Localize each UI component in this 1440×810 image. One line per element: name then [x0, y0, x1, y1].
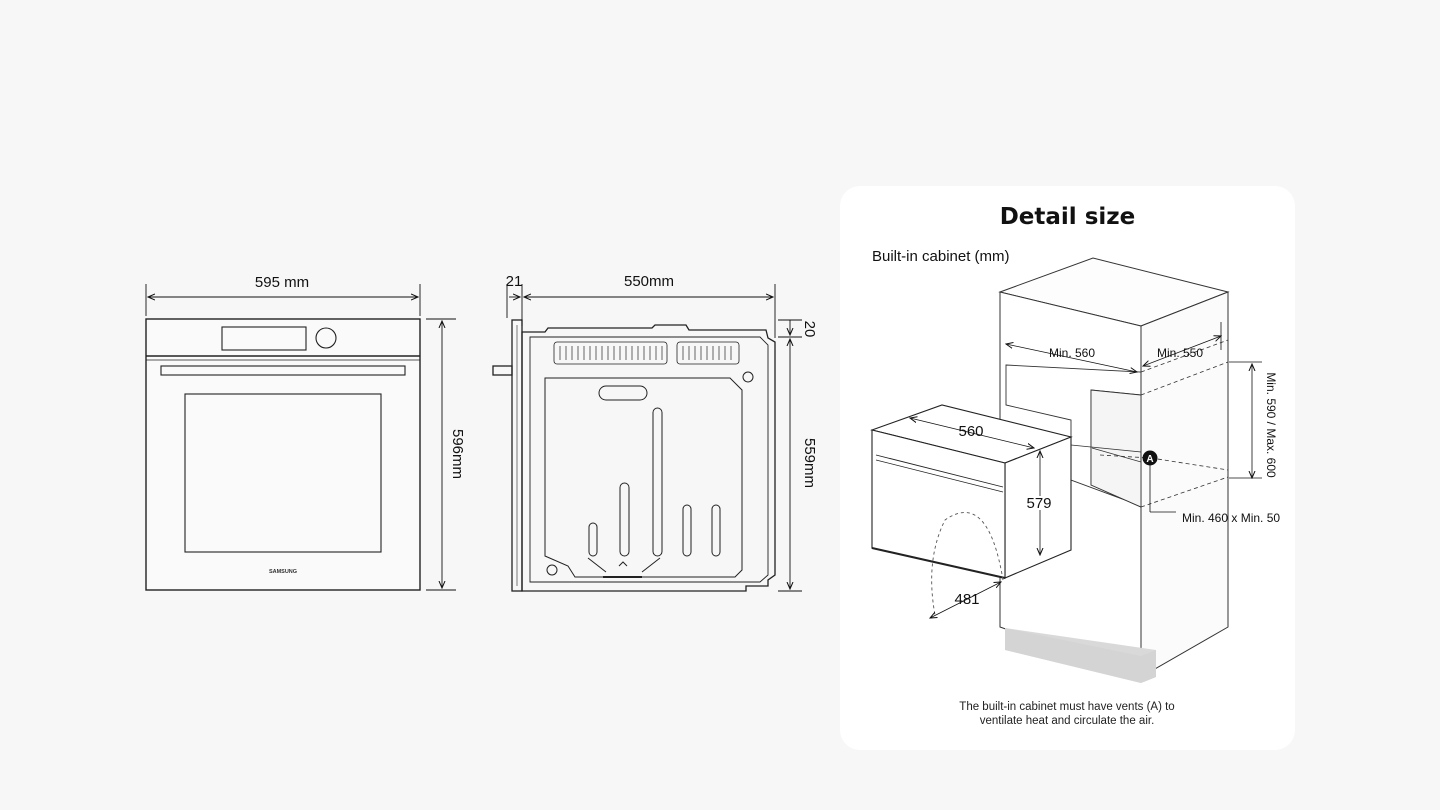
- front-view: [145, 318, 421, 591]
- side-view: [492, 319, 776, 592]
- side-depth-label: 550mm: [624, 273, 674, 290]
- side-vent-slots: [553, 341, 740, 365]
- oven-front-body: [145, 318, 421, 591]
- oven-width-label: 560: [958, 423, 983, 440]
- height-range-label: Min. 590 / Max. 600: [1264, 372, 1278, 478]
- side-body-outline: [521, 324, 776, 592]
- door-swing-arc: [931, 512, 1004, 616]
- side-height-dimension: [778, 319, 802, 592]
- front-width-label: 595 mm: [255, 274, 309, 291]
- front-height-dimension: [426, 318, 456, 591]
- detail-title: Detail size: [999, 204, 1136, 230]
- vent-marker-label: A: [1146, 454, 1153, 465]
- side-handle: [492, 365, 513, 376]
- side-height-label: 559mm: [801, 438, 818, 488]
- detail-dimension-lines: [910, 322, 1262, 618]
- side-vent-fins: [559, 346, 732, 360]
- side-depth-dimension: [506, 284, 776, 338]
- min-depth-label: Min. 550: [1157, 346, 1203, 360]
- control-knob: [315, 327, 337, 349]
- vent-note-line-1: The built-in cabinet must have vents (A)…: [959, 701, 1175, 713]
- door-swing-label: 481: [954, 591, 979, 608]
- oven-height-label: 579: [1026, 495, 1051, 512]
- vent-note: The built-in cabinet must have vents (A)…: [940, 700, 1194, 728]
- control-display: [221, 326, 307, 351]
- side-top-label: 20: [801, 321, 818, 338]
- vent-note-line-2: ventilate heat and circulate the air.: [979, 715, 1155, 727]
- vent-size-label: Min. 460 x Min. 50: [1182, 511, 1280, 525]
- vent-marker: [1142, 450, 1158, 466]
- brand-logo: SAMSUNG: [269, 569, 297, 575]
- min-width-label: Min. 560: [1049, 346, 1095, 360]
- front-width-dimension: [145, 284, 421, 316]
- side-door-label: 21: [506, 273, 523, 290]
- door-handle: [160, 365, 406, 376]
- detail-subtitle: Built-in cabinet (mm): [872, 248, 1010, 265]
- door-window: [184, 393, 382, 553]
- front-height-label: 596mm: [449, 429, 466, 479]
